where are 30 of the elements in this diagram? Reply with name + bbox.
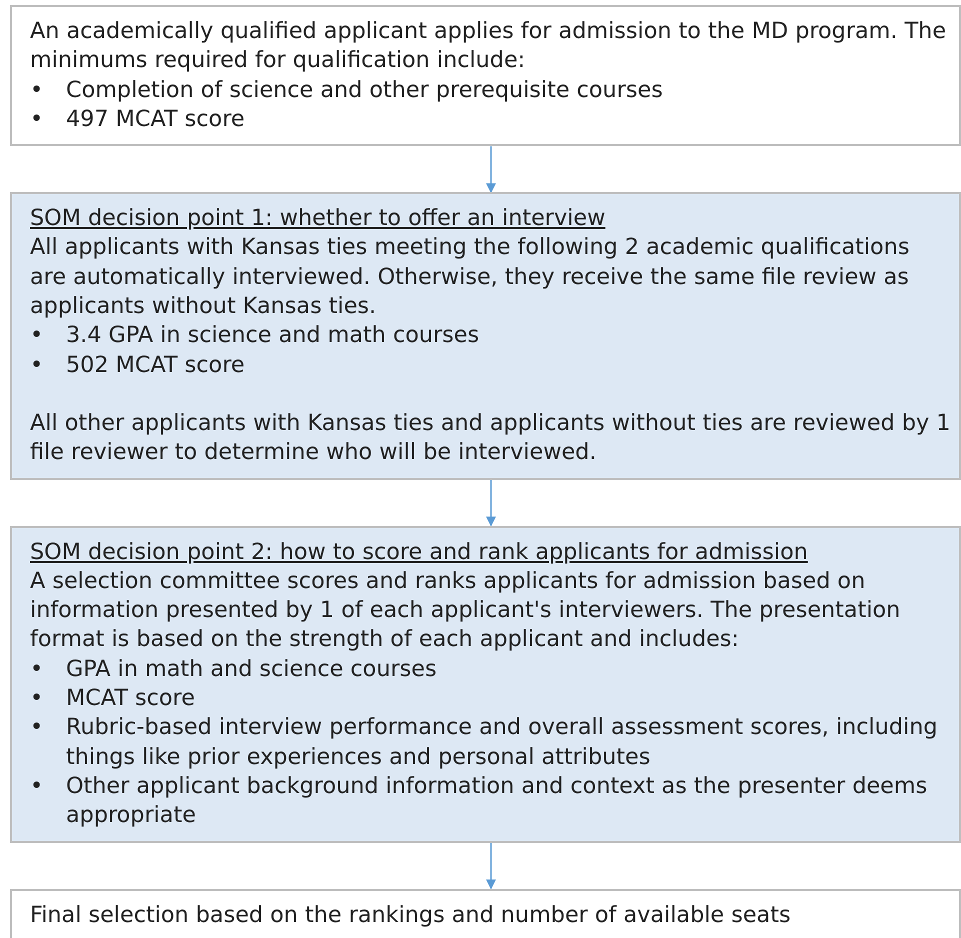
bullet-mark: • [30, 76, 44, 105]
box-text: Final selection based on the rankings and number of available seats [30, 900, 792, 930]
bullet-mark: • [30, 104, 44, 134]
bullet-text: 3.4 GPA in science and math courses [66, 322, 480, 348]
bullet-text: 502 MCAT score [66, 352, 245, 378]
arrow [486, 842, 496, 890]
box-text: All other applicants with Kansas ties and applicants without ties are reviewed by 1 file reviewer to determine who will be interviewed. [30, 408, 951, 468]
bullet-text: GPA in math and science courses [66, 656, 437, 682]
arrow [486, 480, 496, 527]
bullet-text: 497 MCAT score [66, 106, 245, 132]
arrow [486, 146, 496, 194]
bullet-text: MCAT score [66, 685, 195, 712]
process-box [10, 192, 961, 480]
bullet-mark: • [30, 350, 44, 380]
box-heading: SOM decision point 2: how to score and rank applicants for admission [30, 538, 809, 567]
box-text: An academically qualified applicant applies for admission to the MD program. The minimums required for qualification include: [30, 17, 948, 76]
bullet-mark: • [30, 321, 44, 350]
bullet-mark: • [30, 654, 44, 684]
bullet-mark: • [30, 713, 44, 742]
process-box [10, 5, 961, 146]
bullet-text: Completion of science and other prerequisite courses [66, 76, 663, 103]
box-heading: SOM decision point 1: whether to offer an interview [30, 204, 606, 234]
box-text: A selection committee scores and ranks applicants for admission based on information presented by 1 of each applicant's interviewers. The presentation format is based on the strength of each applicant and includes: [30, 566, 902, 654]
bullet-text: Other applicant background information and context as the presenter deems appropriate [66, 772, 928, 828]
box-text: All applicants with Kansas ties meeting the following 2 academic qualifications are automatically interviewed. Otherwise, they receive the same file review as applicants without Kansas ties. [30, 233, 910, 322]
process-box [10, 888, 961, 938]
bullet-text: Rubric-based interview performance and overall assessment scores, including things like prior experiences and personal attributes [66, 714, 938, 770]
process-box [10, 526, 961, 843]
bullet-mark: • [30, 684, 44, 714]
bullet-mark: • [30, 772, 44, 801]
